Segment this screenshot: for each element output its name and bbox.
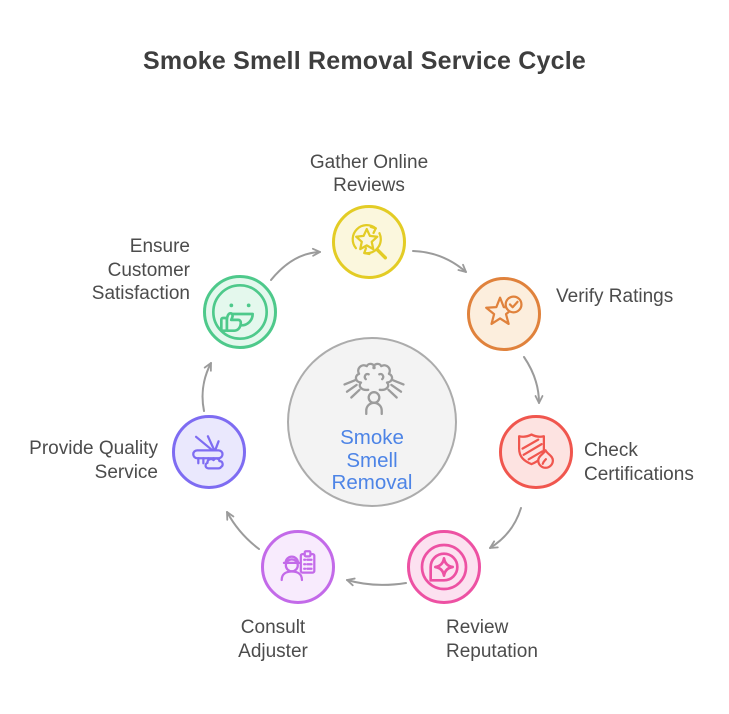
adjuster-clipboard-icon	[280, 550, 316, 582]
node-verify-ratings	[467, 277, 541, 351]
arrow-review-to-consult	[346, 577, 407, 587]
label-provide-quality-service: Provide Quality Service	[29, 438, 158, 483]
node-gather-online-reviews	[332, 205, 406, 279]
arrow-consult-to-provide	[226, 511, 260, 550]
label-review-reputation: Review Reputation	[446, 617, 538, 662]
node-consult-adjuster	[261, 530, 335, 604]
label-ensure-customer-satisfaction: Ensure Customer Satisfaction	[91, 236, 190, 304]
arrow-gather-to-verify	[412, 250, 467, 273]
arrow-provide-to-ensure	[201, 362, 212, 412]
gem-sparkle-badge-icon	[420, 543, 468, 591]
center-node: Smoke Smell Removal	[287, 337, 457, 507]
arrow-verify-to-check	[523, 356, 544, 404]
shield-flame-icon	[518, 433, 554, 469]
page-title: Smoke Smell Removal Service Cycle	[143, 47, 586, 75]
label-consult-adjuster: Consult Adjuster	[238, 617, 308, 662]
center-label: Smoke Smell Removal	[331, 426, 413, 494]
arrow-check-to-review	[489, 507, 522, 549]
label-verify-ratings: Verify Ratings	[556, 286, 674, 307]
node-review-reputation	[407, 530, 481, 604]
smoke-odor-person-icon	[318, 353, 430, 415]
smiley-thumbs-up-icon	[212, 284, 268, 340]
node-provide-quality-service	[172, 415, 246, 489]
star-refresh-magnifier-icon	[351, 224, 387, 260]
arrow-ensure-to-gather	[270, 247, 321, 281]
label-gather-online-reviews: Gather Online Reviews	[309, 152, 429, 196]
node-check-certifications	[499, 415, 573, 489]
cleaning-machine-icon	[192, 435, 224, 470]
label-check-certifications: Check Certifications	[584, 440, 694, 485]
star-check-badge-icon	[485, 295, 523, 326]
node-ensure-customer-satisfaction	[203, 275, 277, 349]
